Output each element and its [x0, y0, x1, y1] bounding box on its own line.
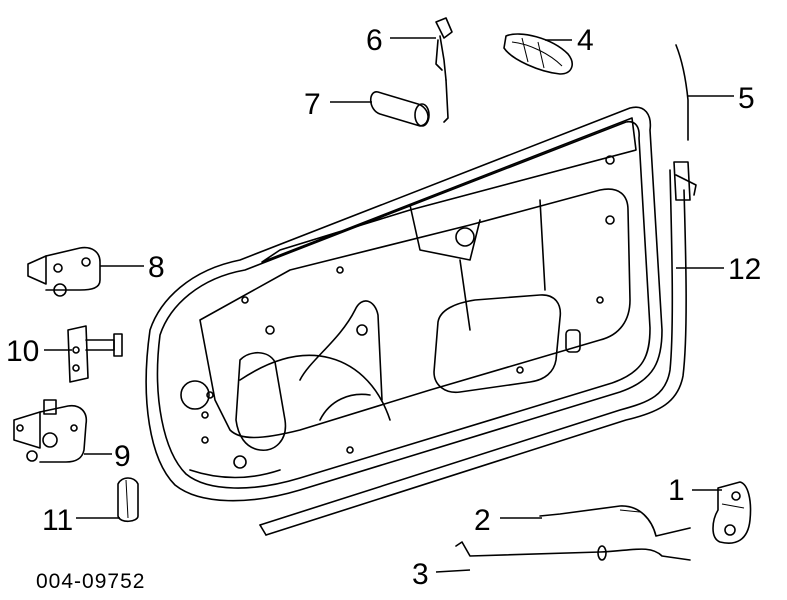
- part-12-weatherstrip: [259, 161, 697, 536]
- door-inner-panel: [145, 106, 663, 502]
- callout-9: 9: [114, 440, 131, 473]
- callout-7: 7: [304, 88, 321, 121]
- callout-5: 5: [738, 82, 755, 115]
- part-4-handle: [503, 33, 573, 75]
- part-5-rod: [675, 44, 689, 141]
- diagram-code: 004-09752: [36, 570, 145, 593]
- callout-10: 10: [6, 335, 39, 368]
- callout-8: 8: [148, 251, 165, 284]
- callout-4: 4: [577, 24, 594, 57]
- part-11-bumper: [117, 477, 139, 523]
- callout-3: 3: [412, 558, 429, 591]
- part-1-latch: [712, 481, 752, 544]
- leader-3: [435, 569, 471, 573]
- callout-2: 2: [474, 504, 491, 537]
- callout-1: 1: [668, 474, 685, 507]
- part-10-check-strap: [67, 325, 123, 383]
- callout-12: 12: [728, 253, 761, 286]
- callout-6: 6: [366, 24, 383, 57]
- part-7-cylinder: [369, 91, 430, 127]
- part-9-hinge: [13, 399, 88, 463]
- part-2-cable: [539, 505, 691, 537]
- part-8-hinge: [27, 246, 101, 297]
- leader-lines: [44, 37, 734, 573]
- callout-11: 11: [42, 504, 73, 537]
- callout-labels: 1 2 3 4 5 6 7 8 9 10 11 12: [6, 24, 761, 591]
- part-3-rod: [455, 541, 691, 561]
- part-6-lock-rod: [435, 17, 453, 123]
